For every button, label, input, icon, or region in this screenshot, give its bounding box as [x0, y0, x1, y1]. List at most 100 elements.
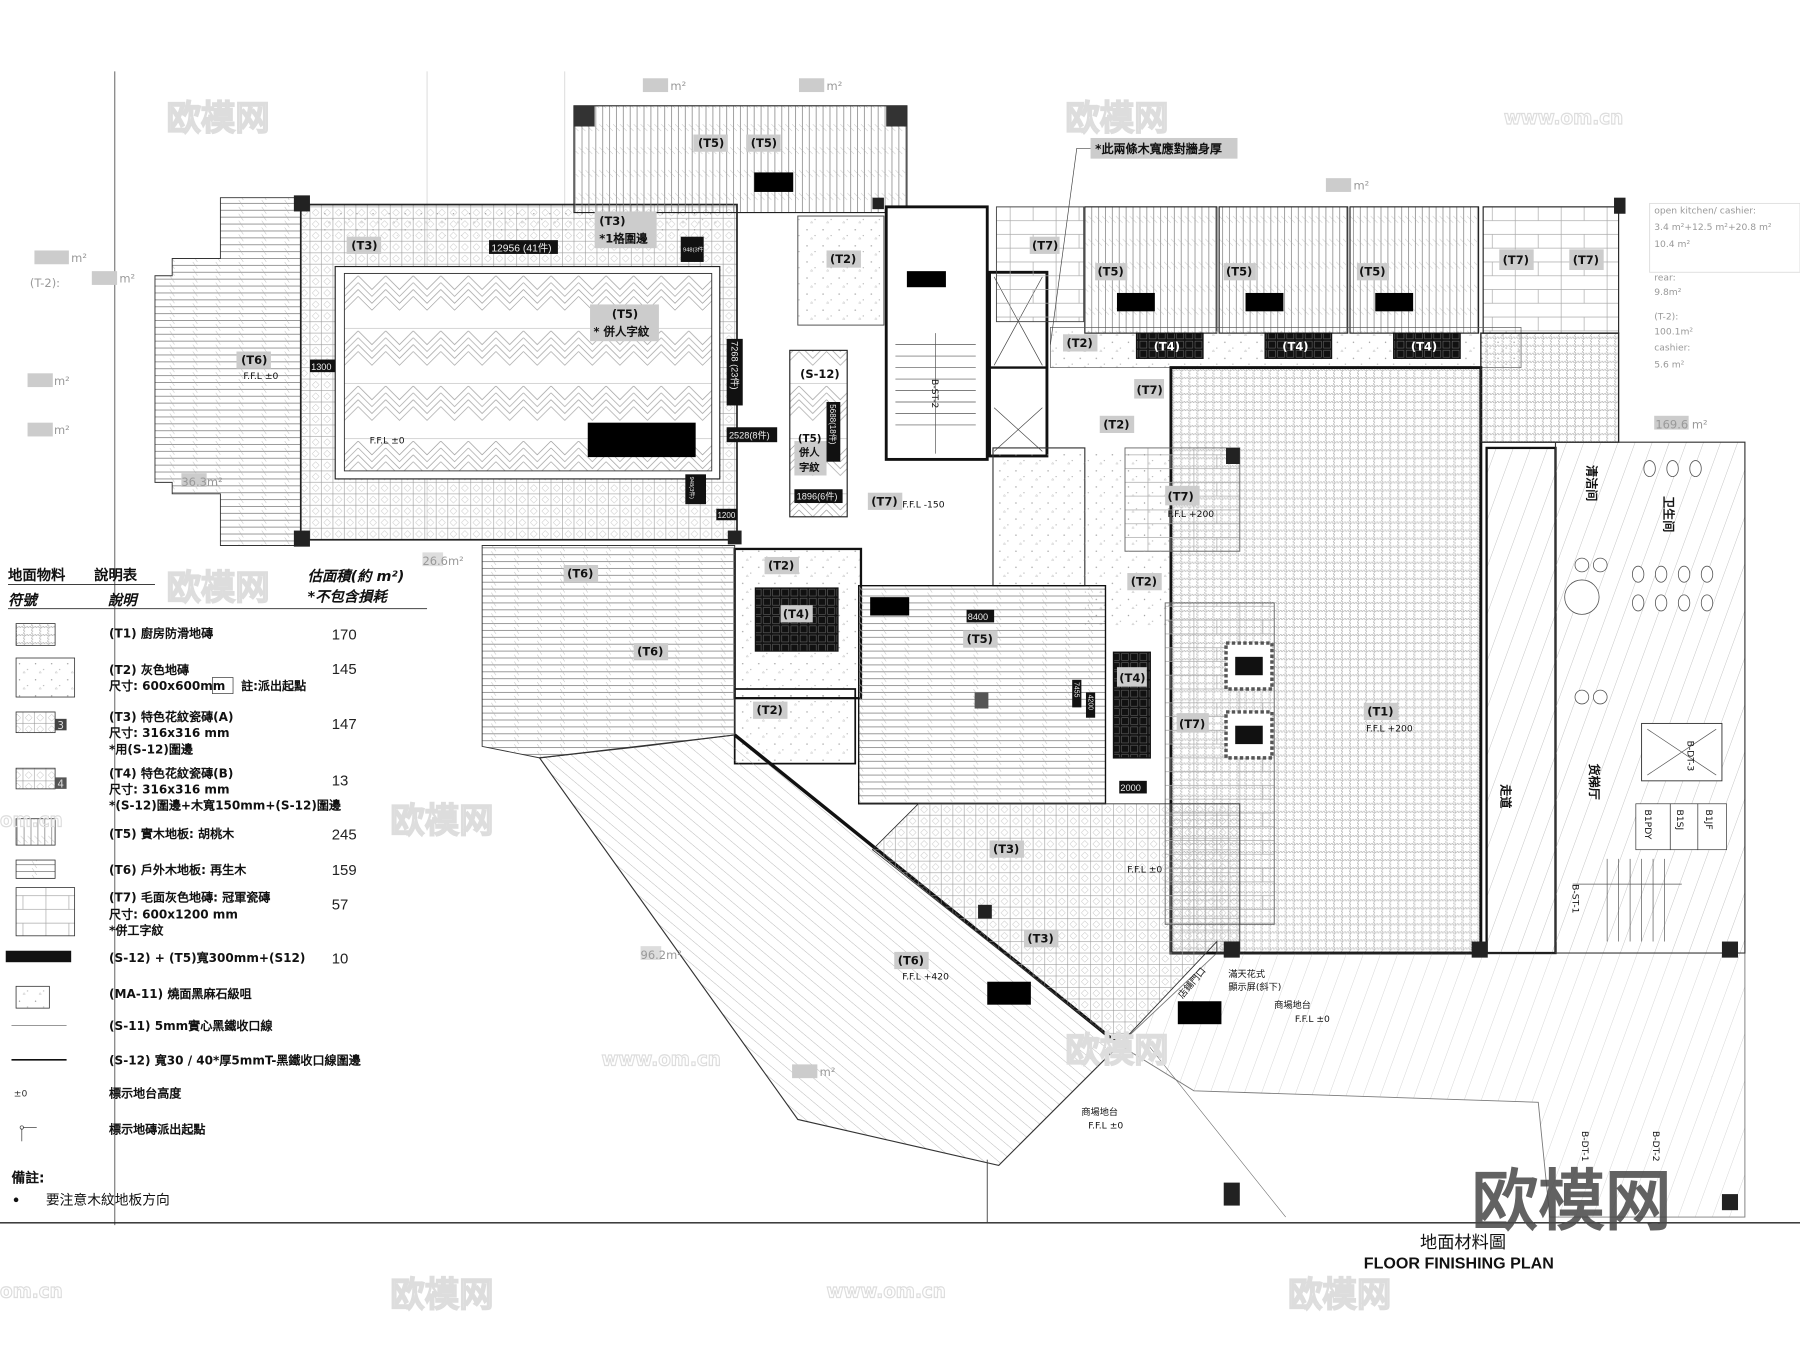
level-symbol: ±0 [14, 1089, 28, 1100]
tag-label: (T3) [1027, 932, 1053, 946]
legend-s12-t5-area: 10 [332, 950, 349, 967]
bullet-icon [13, 1197, 19, 1203]
plan-regions [154, 105, 1746, 1223]
tag-label: (S-12) [800, 367, 839, 381]
mall-note: 商場地台 [1081, 1106, 1118, 1118]
dimension-label: 1896(6件) [797, 491, 838, 502]
dimension-label: 1300 [311, 362, 331, 372]
tag-label: (T6) [567, 567, 593, 581]
legend-t7-area: 57 [332, 896, 349, 913]
legend-header-materials: 地面物料 [8, 566, 66, 584]
t2-swatch [15, 657, 76, 698]
t3-badge: 3 [57, 720, 64, 732]
legend-t7-note: *併工字紋 [109, 923, 164, 938]
tag-label: (T7) [1179, 717, 1205, 731]
area-readout: m² [827, 79, 843, 93]
t6-swatch [15, 859, 56, 879]
stair-core [884, 205, 989, 461]
top-room-t5 [573, 105, 908, 214]
level-note: F.F.L ±0 [1295, 1014, 1330, 1025]
summary-line: 9.8m² [1654, 287, 1682, 298]
level-note: F.F.L +420 [902, 971, 949, 982]
tag-label: (T4) [1154, 339, 1180, 353]
tag-label: (T2) [768, 559, 794, 573]
dimension-label: 12956 (41件) [491, 243, 551, 255]
drawing-title-en: FLOOR FINISHING PLAN [1364, 1255, 1554, 1273]
area-readout: m² [54, 374, 70, 388]
watermark: 欧模网 [390, 801, 493, 841]
tag-label: (T2) [1066, 336, 1092, 350]
t4-badge: 4 [57, 779, 64, 791]
t7-left-strip [995, 206, 1085, 323]
setout-point-icon [19, 1125, 37, 1142]
legend-s12-t5: (S-12) + (T5)寬300mm+(S12) [109, 950, 305, 965]
room-name-walkway: 走道 [1499, 784, 1514, 809]
s12-swatch [5, 950, 72, 963]
tag-label: (T5) [1226, 265, 1252, 279]
dimension-label: 2000 [1120, 783, 1140, 793]
dimension-label: 7455 [1072, 682, 1079, 697]
legend-sub-desc: 說明 [108, 592, 139, 609]
legend-t3-size: 尺寸: 316x316 mm [109, 725, 229, 740]
legend-t4-area: 13 [332, 772, 349, 789]
tag-label: (T2) [830, 252, 856, 266]
level-note: F.F.L -150 [902, 500, 944, 511]
tag-label: (T7) [1032, 238, 1058, 252]
tag-label: (T3) [351, 238, 377, 252]
tag-label: (T3) [599, 214, 625, 228]
legend-t6-area: 159 [332, 862, 357, 879]
legend-t5: (T5) 實木地板: 胡桃木 [109, 826, 235, 841]
code-label: B-DT-1 [1579, 1131, 1590, 1162]
watermarks: 欧模网 欧模网 欧模网 欧模网 欧模网 欧模网 欧模网 www.om.cn ww… [0, 98, 1671, 1316]
tag-label: 字紋 [799, 461, 820, 474]
t3-swatch [15, 711, 56, 734]
level-note: F.F.L ±0 [370, 435, 405, 446]
summary-line: 3.4 m²+12.5 m²+20.8 m² [1654, 222, 1772, 233]
summary-line: 10.4 m² [1654, 239, 1690, 250]
tag-label: (T5) [751, 136, 777, 150]
tag-label: *1格圍邊 [599, 231, 648, 245]
dimension-label: 7268 (23件) [729, 341, 740, 389]
level-note: F.F.L ±0 [1088, 1121, 1123, 1132]
ceiling-note: 顯示屏(斜下) [1228, 981, 1281, 993]
remarks-title: 備註: [11, 1170, 44, 1187]
mall-note: 商場地台 [1274, 999, 1311, 1011]
watermark: 欧模网 [1065, 1031, 1168, 1071]
legend-t3-note: *用(S-12)圍邊 [109, 741, 194, 756]
tag-label: * 併人字紋 [593, 324, 649, 338]
tag-label: (T3) [993, 842, 1019, 856]
legend-s11: (S-11) 5mm實心黑鐵收口線 [109, 1018, 272, 1033]
legend-t3: (T3) 特色花紋瓷磚(A) [109, 709, 233, 724]
lobby-t2 [797, 215, 885, 326]
drawing-title-cn: 地面材料圖 [1420, 1233, 1506, 1253]
legend-t7: (T7) 毛面灰色地磚: 冠軍瓷磚 [109, 889, 271, 904]
watermark-url: www.om.cn [602, 1050, 721, 1071]
area-summary-box: open kitchen/ cashier: 3.4 m²+12.5 m²+20… [1649, 202, 1800, 371]
area-readout: m² [670, 79, 686, 93]
dimension-label: 1200 [717, 511, 735, 520]
legend-t3-area: 147 [332, 716, 357, 733]
tag-label: (T4) [1282, 339, 1308, 353]
tag-label: (T6) [898, 954, 924, 968]
terrace-t6-left [154, 197, 302, 546]
tag-label: 併人 [798, 446, 820, 459]
tag-label: (T2) [757, 703, 783, 717]
t5-swatch [15, 818, 56, 846]
material-tags [236, 134, 1604, 970]
legend-level: 標示地台高度 [109, 1086, 182, 1101]
watermark: 欧模网 [166, 99, 269, 139]
legend-t2: (T2) 灰色地磚 [109, 662, 190, 677]
watermark: 欧模网 [390, 1276, 493, 1316]
legend-t2-area: 145 [332, 661, 357, 678]
redaction-blocks [587, 172, 1414, 1025]
material-legend: 地面物料 說明表 符號 說明 估面積(約 m²) *不包含損耗 3 4 ±0 (… [5, 566, 428, 1208]
level-note: F.F.L ±0 [1127, 865, 1162, 876]
room-name-cleaning-room: 清洁间 [1585, 465, 1600, 501]
tag-label: (T4) [1119, 671, 1145, 685]
legend-t1-area: 170 [332, 627, 357, 644]
legend-t6: (T6) 戶外木地板: 再生木 [109, 862, 247, 877]
tag-label: (T7) [1503, 253, 1529, 267]
summary-line: open kitchen/ cashier: [1654, 206, 1756, 217]
tag-label: (T1) [1367, 704, 1393, 718]
